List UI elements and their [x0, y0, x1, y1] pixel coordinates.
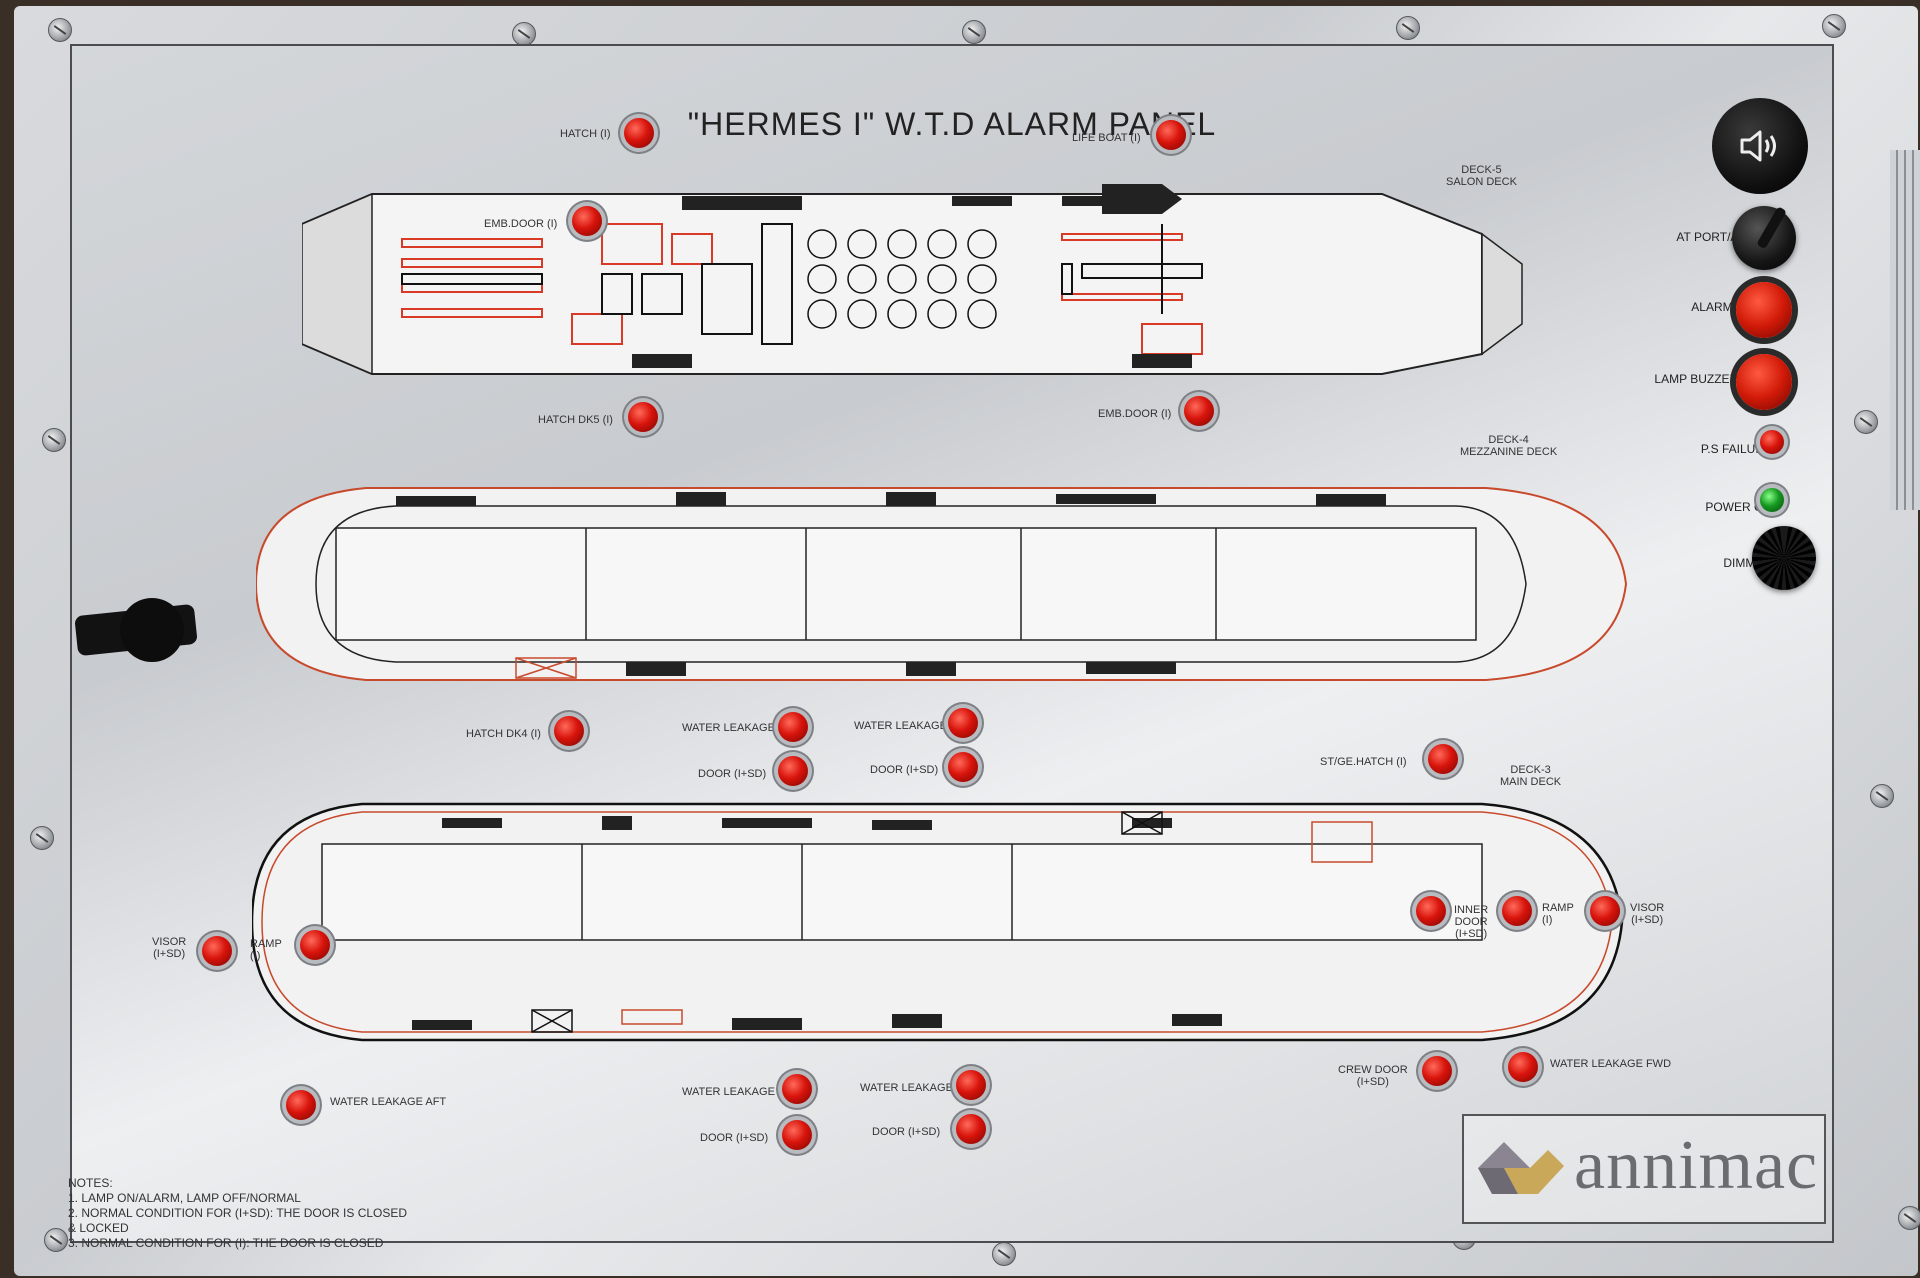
door-4-lamp [956, 1114, 986, 1144]
water-leakage-2-label: WATER LEAKAGE [854, 720, 947, 732]
hatch-dk5-lamp [628, 402, 658, 432]
water-leakage-4-label: WATER LEAKAGE [860, 1082, 953, 1094]
dimmer-knob[interactable] [1752, 526, 1816, 590]
emb-door-aft-lamp [572, 206, 602, 236]
ps-failure-lamp [1760, 430, 1784, 454]
deck4-label: DECK-4 MEZZANINE DECK [1460, 434, 1558, 458]
panel-title: "HERMES I" W.T.D ALARM PANEL [687, 106, 1217, 142]
visor-fwd-lamp [1590, 896, 1620, 926]
dimmer-label: DIMMER [1723, 556, 1772, 570]
deck4-plan [256, 487, 1628, 681]
logo-plate: annimac [1462, 1114, 1826, 1224]
inner-door-lamp [1416, 896, 1446, 926]
hatch-lamp [624, 118, 654, 148]
ramp-fwd-label: RAMP (I) [1542, 902, 1574, 926]
deck5-plan [302, 184, 1523, 376]
visor-aft-lamp [202, 936, 232, 966]
notes-block: NOTES: 1. LAMP ON/ALARM, LAMP OFF/NORMAL… [68, 1176, 408, 1250]
emb-door-fwd-label: EMB.DOOR (I) [1098, 408, 1172, 420]
ramp-fwd-lamp [1502, 896, 1532, 926]
water-leakage-3-label: WATER LEAKAGE [682, 1086, 775, 1098]
water-leakage-fwd-label: WATER LEAKAGE FWD [1550, 1058, 1672, 1070]
lifeboat-label: LIFE BOAT (I) [1072, 132, 1141, 144]
screw [1854, 410, 1878, 434]
screw [1898, 1206, 1920, 1230]
crew-door-lamp [1422, 1056, 1452, 1086]
screw [1396, 16, 1420, 40]
door-2-label: DOOR (I+SD) [870, 764, 939, 776]
water-leakage-aft-label: WATER LEAKAGE AFT [330, 1096, 447, 1108]
ramp-aft-label: RAMP (I) [250, 938, 282, 962]
crew-door-label: CREW DOOR (I+SD) [1338, 1064, 1408, 1088]
door-2-lamp [948, 752, 978, 782]
water-leakage-fwd-lamp [1508, 1052, 1538, 1082]
lifeboat-lamp [1156, 120, 1186, 150]
buzzer-button[interactable] [1712, 98, 1808, 194]
screw [512, 22, 536, 46]
power-on-label: POWER ON [1705, 500, 1772, 514]
st-ge-hatch-label: ST/GE.HATCH (I) [1320, 756, 1407, 768]
door-1-label: DOOR (I+SD) [698, 768, 767, 780]
screw [992, 1242, 1016, 1266]
visor-fwd-label: VISOR (I+SD) [1630, 902, 1665, 926]
deck5-label: DECK-5 SALON DECK [1446, 164, 1517, 188]
at-port-at-sea-switch[interactable] [1732, 206, 1796, 270]
speaker-icon [1740, 130, 1776, 162]
water-leakage-1-lamp [778, 712, 808, 742]
st-ge-hatch-lamp [1428, 744, 1458, 774]
cable-bundle [1890, 150, 1920, 510]
screw [42, 428, 66, 452]
screw [1822, 14, 1846, 38]
selector-pointer [1756, 206, 1787, 250]
screw [1870, 784, 1894, 808]
deck3-plan [252, 802, 1624, 1042]
hatch-dk4-lamp [554, 716, 584, 746]
door-3-lamp [782, 1120, 812, 1150]
lamp-buzzer-test-button[interactable] [1736, 354, 1792, 410]
hatch-dk5-label: HATCH DK5 (I) [538, 414, 613, 426]
ramp-aft-lamp [300, 930, 330, 960]
deck3-label: DECK-3 MAIN DECK [1500, 764, 1562, 788]
annimac-logo-icon [1478, 1142, 1564, 1194]
inner-door-label: INNER DOOR (I+SD) [1454, 904, 1489, 940]
alarm-ackn-button[interactable] [1736, 282, 1792, 338]
visor-aft-label: VISOR (I+SD) [152, 936, 187, 960]
emb-door-fwd-lamp [1184, 396, 1214, 426]
water-leakage-2-lamp [948, 708, 978, 738]
emb-door-aft-label: EMB.DOOR (I) [484, 218, 558, 230]
screw [30, 826, 54, 850]
door-1-lamp [778, 756, 808, 786]
door-4-label: DOOR (I+SD) [872, 1126, 941, 1138]
screw [48, 18, 72, 42]
screw [962, 20, 986, 44]
rotary-handle-hub [120, 598, 184, 662]
ps-failure-label: P.S FAILURE [1700, 442, 1772, 456]
alarm-panel-face: "HERMES I" W.T.D ALARM PANEL [68, 44, 1834, 1250]
water-leakage-aft-lamp [286, 1090, 316, 1120]
screw [44, 1228, 68, 1252]
door-3-label: DOOR (I+SD) [700, 1132, 769, 1144]
logo-text: annimac [1574, 1127, 1819, 1204]
water-leakage-4-lamp [956, 1070, 986, 1100]
power-on-lamp [1760, 488, 1784, 512]
hatch-label: HATCH (I) [560, 128, 611, 140]
water-leakage-3-lamp [782, 1074, 812, 1104]
hatch-dk4-label: HATCH DK4 (I) [466, 728, 541, 740]
water-leakage-1-label: WATER LEAKAGE [682, 722, 775, 734]
